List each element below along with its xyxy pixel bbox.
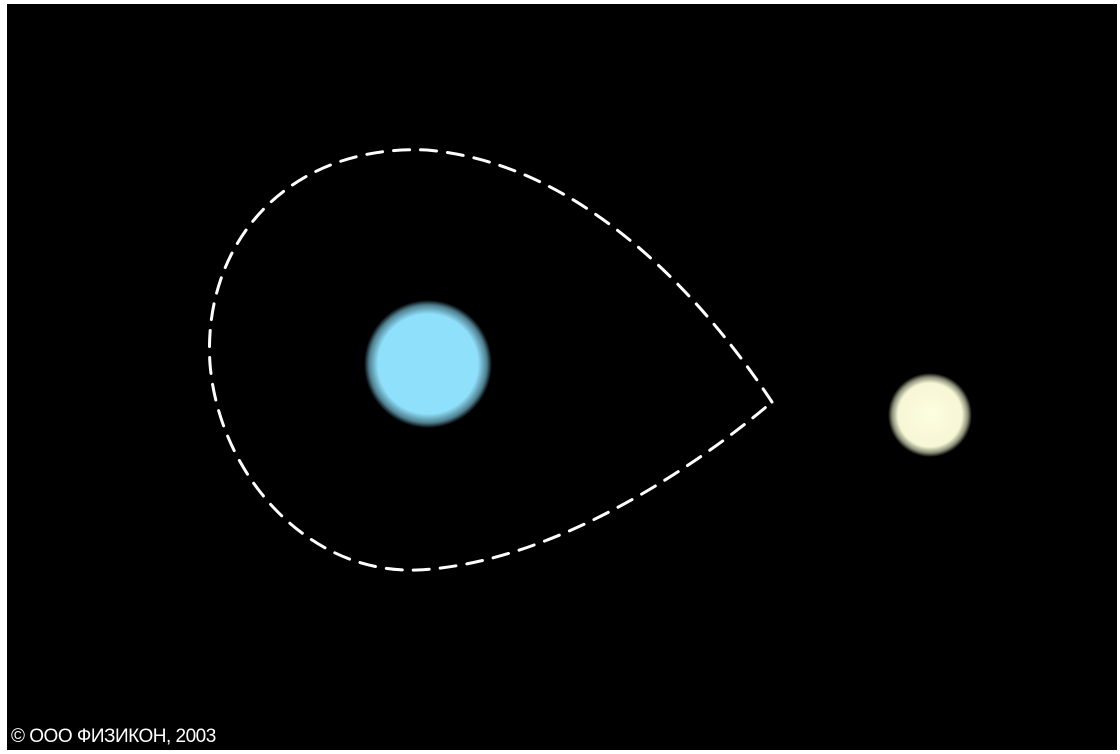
roche-lobe-outline — [207, 148, 774, 572]
binary-star-scene — [207, 148, 972, 572]
animation-canvas: © ООО ФИЗИКОН, 2003 — [7, 4, 1117, 750]
copyright-text: © ООО ФИЗИКОН, 2003 — [11, 726, 216, 747]
secondary-star — [888, 373, 972, 457]
primary-star — [364, 300, 492, 428]
